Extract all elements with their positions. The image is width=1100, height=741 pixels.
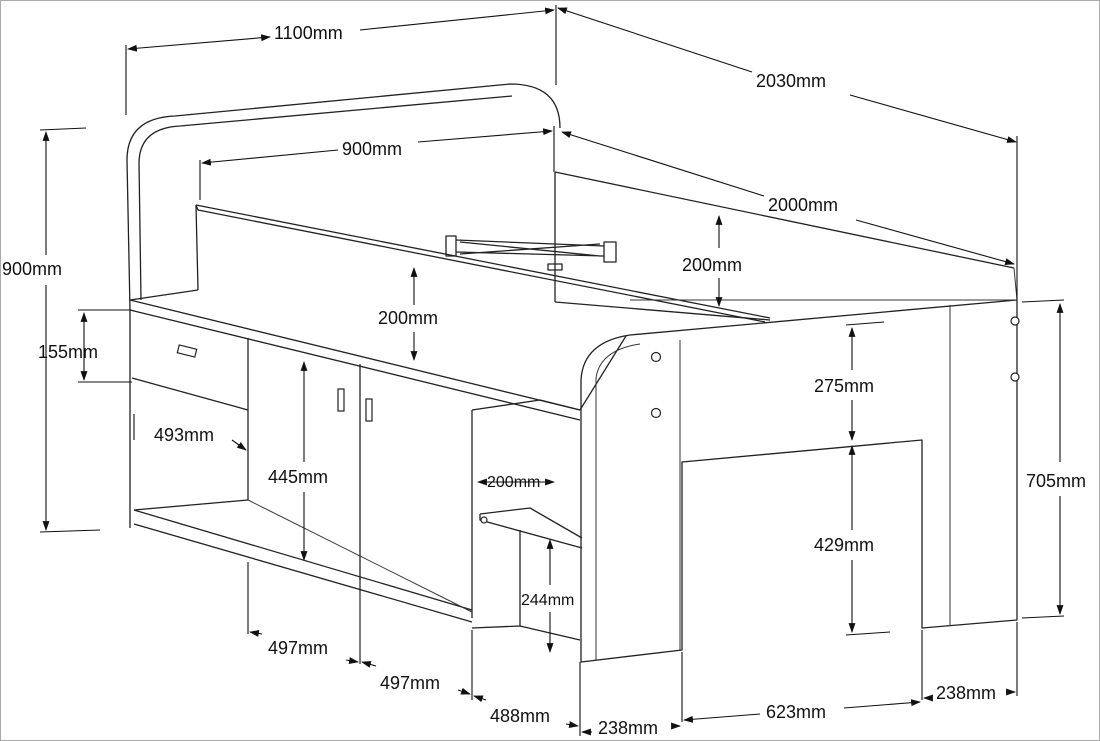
shelf-pin bbox=[480, 516, 488, 524]
label-leg-width-left: 238mm bbox=[598, 718, 658, 738]
label-mattress-length: 2000mm bbox=[768, 195, 838, 215]
label-front-rail-height: 200mm bbox=[378, 308, 438, 328]
bed-bracket bbox=[445, 235, 617, 271]
cabinet-front bbox=[129, 310, 473, 618]
label-under-bed-clearance: 429mm bbox=[814, 535, 874, 555]
label-overall-height: 900mm bbox=[2, 259, 62, 279]
footboard-edge bbox=[595, 343, 641, 660]
label-drawer-width: 493mm bbox=[154, 425, 214, 445]
label-door-width-right: 497mm bbox=[380, 673, 440, 693]
footboard-panel bbox=[580, 299, 1018, 663]
footboard-bolt-1 bbox=[650, 351, 662, 363]
label-leg-width-right: 238mm bbox=[936, 683, 996, 703]
dimension-lines bbox=[39, 5, 1065, 736]
headboard-panel bbox=[126, 83, 561, 311]
label-overall-length: 2030mm bbox=[756, 71, 826, 91]
label-overall-width: 1100mm bbox=[274, 23, 343, 43]
label-open-shelf-width: 488mm bbox=[490, 706, 550, 726]
back-guard-rail bbox=[195, 171, 1015, 321]
label-back-rail-height: 200mm bbox=[682, 255, 742, 275]
end-bolt-2 bbox=[1010, 372, 1020, 382]
dimension-labels: 1100mm 2030mm 900mm 2000mm 900mm 200mm 2… bbox=[2, 23, 1086, 738]
desk-top-surface bbox=[129, 289, 627, 421]
cabinet-shelf-inner bbox=[247, 499, 473, 613]
label-door-width-left: 497mm bbox=[268, 638, 328, 658]
label-drawer-height: 155mm bbox=[38, 342, 98, 362]
headboard-inner-edge bbox=[138, 95, 513, 301]
footboard-bolt-2 bbox=[650, 407, 662, 419]
label-shelf-height: 244mm bbox=[521, 592, 574, 609]
door-handle-right bbox=[365, 398, 373, 422]
end-bolt-1 bbox=[1010, 316, 1020, 326]
door-handle-left bbox=[337, 388, 345, 412]
label-mattress-width: 900mm bbox=[342, 139, 402, 159]
label-under-bed-opening: 623mm bbox=[766, 702, 826, 722]
cabinet-base bbox=[133, 499, 473, 623]
drawer-handle bbox=[176, 344, 198, 358]
bed-drawing bbox=[126, 83, 1020, 663]
label-shelf-depth: 200mm bbox=[487, 474, 540, 491]
label-door-height: 445mm bbox=[268, 467, 328, 487]
label-footboard-upper: 275mm bbox=[814, 376, 874, 396]
side-shelf-unit bbox=[471, 399, 583, 641]
back-rail-top-edge bbox=[195, 204, 766, 323]
label-end-panel-height: 705mm bbox=[1026, 471, 1086, 491]
